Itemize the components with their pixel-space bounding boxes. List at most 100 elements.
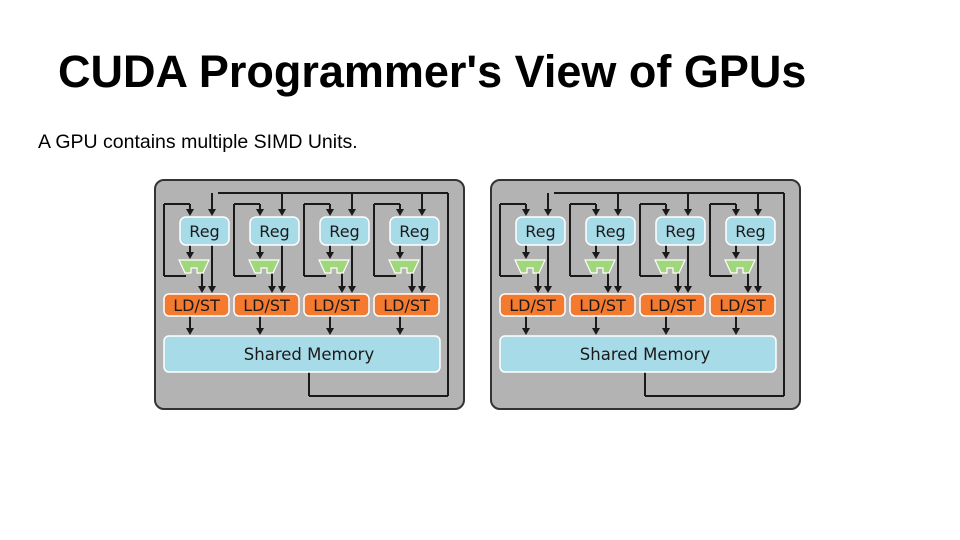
register-block-4: [725, 216, 776, 246]
slide-title: CUDA Programmer's View of GPUs: [58, 46, 807, 97]
reg-to-ldst-arrow-2: [614, 286, 622, 293]
alu-block-2: [584, 259, 616, 274]
register-label-4: Reg: [735, 222, 765, 241]
loop-top-arrow-1: [522, 209, 530, 216]
ldst-block-3: [639, 293, 706, 317]
alu-block-1: [178, 259, 210, 274]
reg-to-ldst-arrow-2: [278, 286, 286, 293]
ldst-block-1: [499, 293, 566, 317]
ldst-block-1: [163, 293, 230, 317]
ldst-to-shmem-arrow-2: [256, 328, 264, 335]
register-block-3: [319, 216, 370, 246]
reg-to-ldst-arrow-3: [348, 286, 356, 293]
register-label-3: Reg: [329, 222, 359, 241]
bus-feed-arrow-1: [208, 209, 216, 216]
ldst-block-4: [709, 293, 776, 317]
ldst-to-shmem-arrow-3: [326, 328, 334, 335]
alu-block-1: [514, 259, 546, 274]
reg-to-alu-arrow-2: [256, 252, 264, 259]
loop-top-arrow-2: [256, 209, 264, 216]
register-label-2: Reg: [259, 222, 289, 241]
ldst-label-3: LD/ST: [649, 296, 696, 315]
shared-memory-block: [163, 335, 441, 373]
alu-to-ldst-arrow-4: [744, 286, 752, 293]
alu-to-ldst-arrow-3: [674, 286, 682, 293]
alu-block-3: [318, 259, 350, 274]
loop-top-arrow-4: [396, 209, 404, 216]
loop-top-arrow-1: [186, 209, 194, 216]
ldst-label-1: LD/ST: [509, 296, 556, 315]
bus-feed-arrow-2: [614, 209, 622, 216]
reg-to-ldst-arrow-3: [684, 286, 692, 293]
register-label-1: Reg: [525, 222, 555, 241]
ldst-to-shmem-arrow-1: [522, 328, 530, 335]
reg-to-ldst-arrow-1: [208, 286, 216, 293]
ldst-label-3: LD/ST: [313, 296, 360, 315]
shared-memory-block: [499, 335, 777, 373]
register-label-3: Reg: [665, 222, 695, 241]
loop-top-arrow-4: [732, 209, 740, 216]
reg-to-alu-arrow-2: [592, 252, 600, 259]
bus-feed-arrow-4: [754, 209, 762, 216]
ldst-label-4: LD/ST: [719, 296, 766, 315]
shared-memory-label: Shared Memory: [580, 345, 711, 364]
wires: [499, 192, 785, 397]
register-label-1: Reg: [189, 222, 219, 241]
bus-feed-arrow-4: [418, 209, 426, 216]
loop-top-arrow-2: [592, 209, 600, 216]
ldst-to-shmem-arrow-4: [732, 328, 740, 335]
alu-to-ldst-arrow-2: [604, 286, 612, 293]
ldst-block-4: [373, 293, 440, 317]
ldst-to-shmem-arrow-4: [396, 328, 404, 335]
register-block-1: [515, 216, 566, 246]
register-block-4: [389, 216, 440, 246]
register-block-2: [249, 216, 300, 246]
reg-to-alu-arrow-1: [522, 252, 530, 259]
ldst-to-shmem-arrow-1: [186, 328, 194, 335]
ldst-to-shmem-arrow-2: [592, 328, 600, 335]
bus-feed-arrow-1: [544, 209, 552, 216]
alu-to-ldst-arrow-3: [338, 286, 346, 293]
alu-block-4: [388, 259, 420, 274]
alu-to-ldst-arrow-1: [198, 286, 206, 293]
reg-to-ldst-arrow-4: [754, 286, 762, 293]
alu-block-3: [654, 259, 686, 274]
ldst-block-2: [569, 293, 636, 317]
reg-to-alu-arrow-3: [326, 252, 334, 259]
ldst-label-2: LD/ST: [243, 296, 290, 315]
ldst-to-shmem-arrow-3: [662, 328, 670, 335]
register-block-3: [655, 216, 706, 246]
alu-to-ldst-arrow-2: [268, 286, 276, 293]
reg-to-ldst-arrow-4: [418, 286, 426, 293]
bus-feed-arrow-3: [348, 209, 356, 216]
bus-feed-arrow-2: [278, 209, 286, 216]
loop-top-arrow-3: [326, 209, 334, 216]
reg-to-alu-arrow-4: [396, 252, 404, 259]
wires: [163, 192, 449, 397]
alu-block-4: [724, 259, 756, 274]
register-label-2: Reg: [595, 222, 625, 241]
reg-to-ldst-arrow-1: [544, 286, 552, 293]
ldst-label-4: LD/ST: [383, 296, 430, 315]
ldst-block-3: [303, 293, 370, 317]
bus-feed-arrow-3: [684, 209, 692, 216]
ldst-label-1: LD/ST: [173, 296, 220, 315]
register-block-2: [585, 216, 636, 246]
ldst-block-2: [233, 293, 300, 317]
alu-to-ldst-arrow-1: [534, 286, 542, 293]
slide-bullet: A GPU contains multiple SIMD Units.: [38, 131, 358, 153]
register-block-1: [179, 216, 230, 246]
ldst-label-2: LD/ST: [579, 296, 626, 315]
reg-to-alu-arrow-3: [662, 252, 670, 259]
loop-top-arrow-3: [662, 209, 670, 216]
alu-block-2: [248, 259, 280, 274]
alu-to-ldst-arrow-4: [408, 286, 416, 293]
shared-memory-label: Shared Memory: [244, 345, 375, 364]
register-label-4: Reg: [399, 222, 429, 241]
reg-to-alu-arrow-1: [186, 252, 194, 259]
reg-to-alu-arrow-4: [732, 252, 740, 259]
